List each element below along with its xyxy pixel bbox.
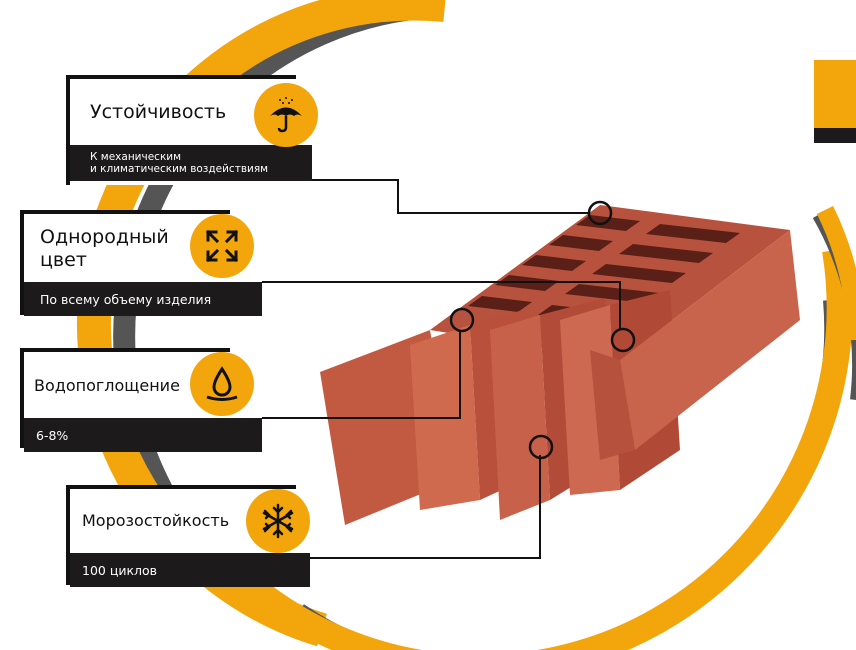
feature-title: Морозостойкость (82, 511, 230, 530)
water-drop-icon (206, 366, 238, 401)
feature-subtitle: По всему объему изделия (24, 282, 262, 316)
feature-subtitle: 6-8% (24, 418, 262, 452)
feature-badge (246, 489, 310, 553)
umbrella-icon (270, 97, 302, 133)
feature-badge (254, 83, 318, 147)
decorative-tab (814, 60, 856, 128)
connector-lines (262, 179, 621, 559)
feature-title: Однородный цвет (40, 226, 169, 271)
feature-title: Устойчивость (90, 101, 227, 123)
feature-subtitle: 100 циклов (70, 553, 310, 587)
brick-end-face (620, 230, 800, 450)
feature-title: Водопоглощение (34, 376, 180, 395)
snowflake-icon (262, 503, 294, 539)
connector-dot (587, 200, 613, 226)
connector-dot (449, 307, 475, 333)
connector-dot (610, 327, 636, 353)
feature-badge (190, 214, 254, 278)
feature-subtitle: К механическим и климатическим воздейств… (70, 145, 312, 181)
connector-dot (528, 434, 554, 460)
expand-arrows-icon (205, 229, 239, 263)
feature-badge (190, 352, 254, 416)
decorative-tab-dark (814, 128, 856, 143)
